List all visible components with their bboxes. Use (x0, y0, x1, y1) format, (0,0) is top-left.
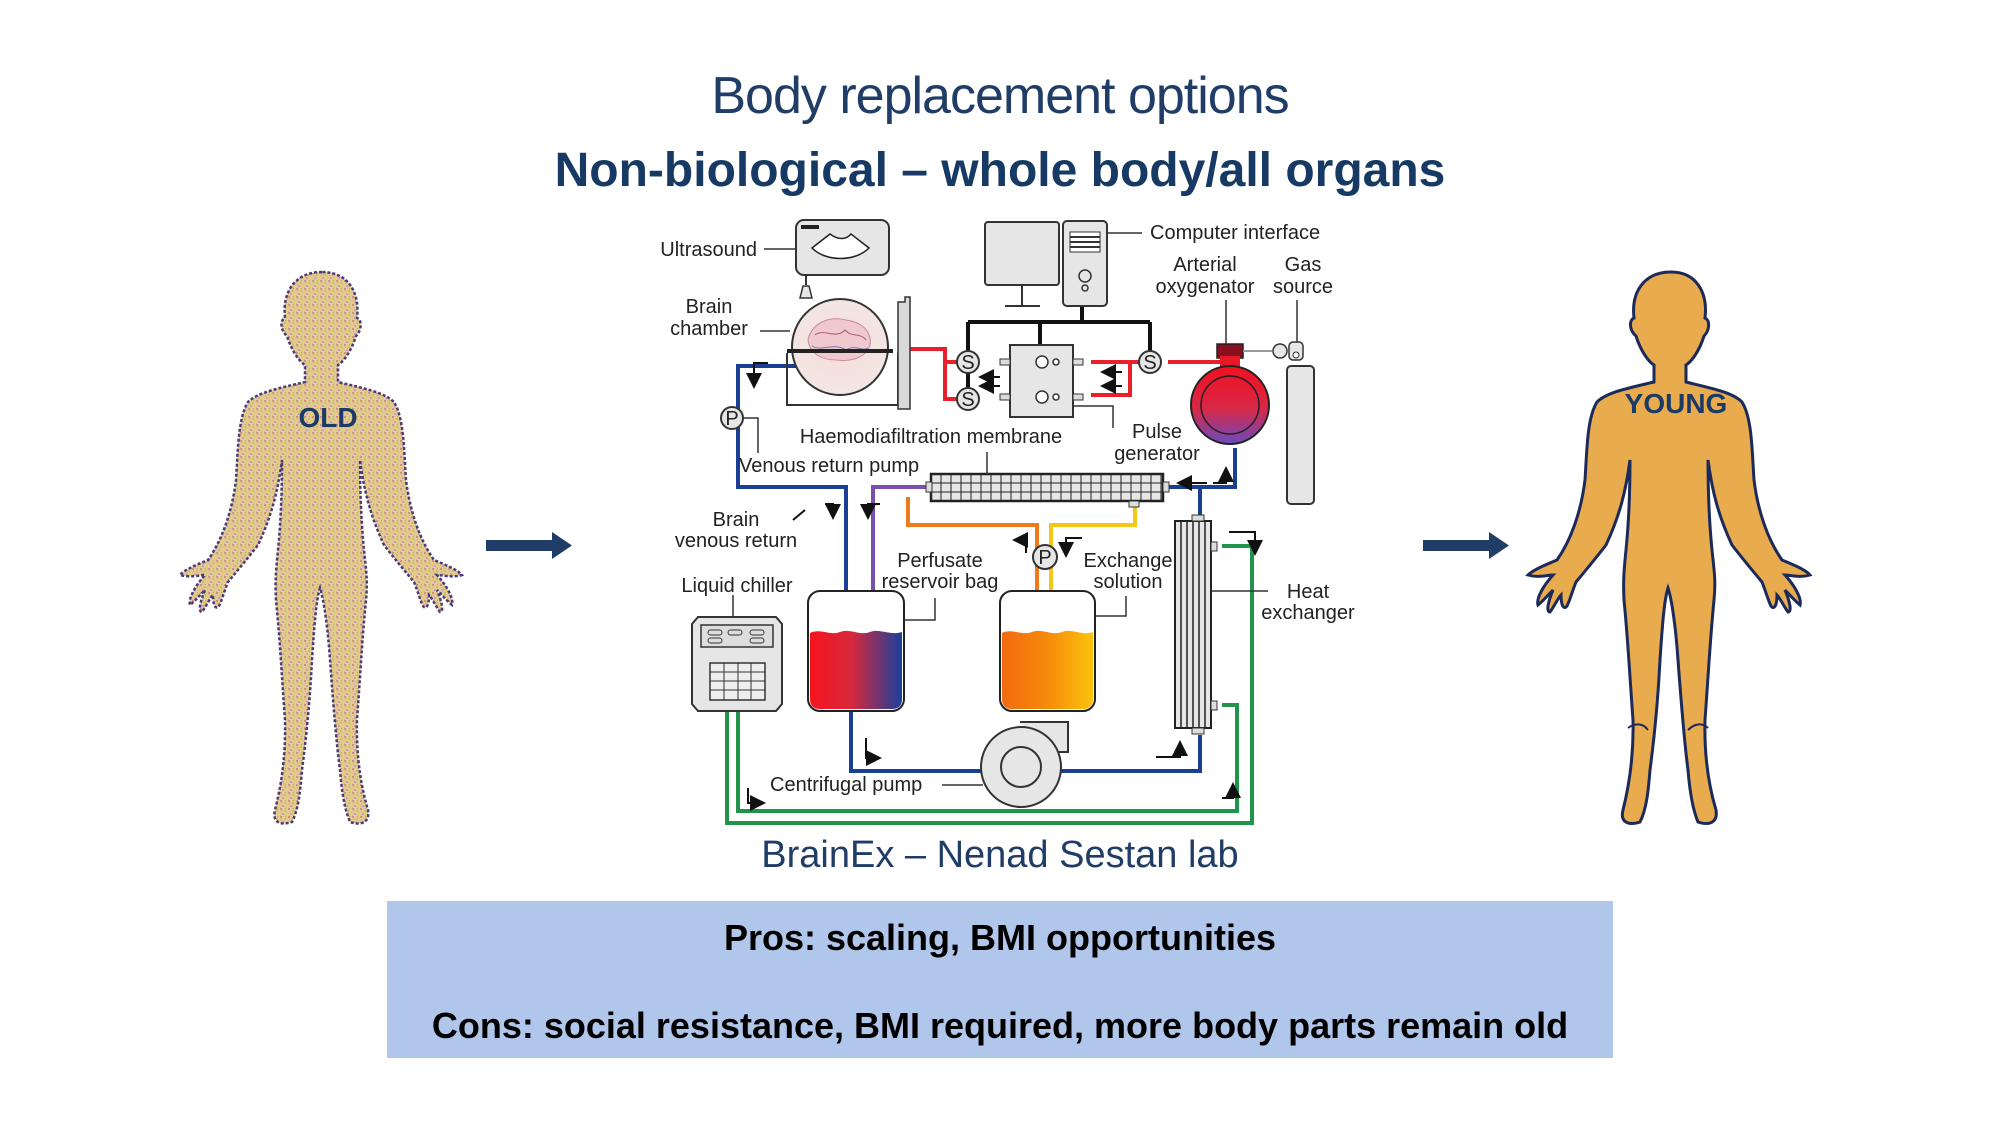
svg-text:S: S (961, 352, 974, 374)
diagram-caption: BrainEx – Nenad Sestan lab (761, 834, 1239, 876)
exchange-solution-bag (999, 590, 1127, 712)
arrow-right-icon (486, 532, 572, 559)
label-pulse-1: Pulse (1132, 421, 1182, 443)
exchange-pump: P (1032, 544, 1058, 570)
arrow-right-icon (1423, 532, 1509, 559)
old-body-silhouette (177, 270, 465, 825)
label-arterial-1: Arterial (1173, 254, 1236, 276)
label-heat-1: Heat (1287, 581, 1330, 603)
brain-chamber (760, 296, 911, 410)
label-exchange-2: solution (1094, 571, 1163, 593)
label-venous-return-pump: Venous return pump (739, 455, 919, 477)
label-liquid-chiller: Liquid chiller (681, 575, 793, 597)
svg-text:P: P (725, 408, 738, 430)
pros-cons-box: Pros: scaling, BMI opportunities Cons: s… (387, 901, 1613, 1058)
label-brain-venous-2: venous return (675, 530, 797, 552)
centrifugal-pump (942, 721, 1069, 808)
label-heat-2: exchanger (1261, 602, 1355, 624)
valve-s-2: S (956, 387, 980, 411)
heat-exchanger (1174, 514, 1268, 735)
coolant-tubing (725, 544, 1254, 825)
perfusate-reservoir-bag (807, 590, 936, 712)
label-ultrasound: Ultrasound (660, 239, 757, 261)
young-label: YOUNG (1625, 388, 1728, 419)
haemodiafiltration-membrane (925, 452, 1170, 508)
liquid-chiller (691, 595, 783, 712)
label-brain-chamber-1: Brain (686, 296, 733, 318)
gas-source-cylinder (1225, 300, 1315, 505)
svg-text:S: S (1143, 352, 1156, 374)
young-body-silhouette (1525, 270, 1813, 825)
purple-tubing (871, 485, 938, 592)
label-gas-1: Gas (1285, 254, 1322, 276)
old-label: OLD (298, 402, 357, 433)
label-computer-interface: Computer interface (1150, 222, 1320, 244)
data-cables (966, 306, 1152, 388)
old-body-figure: OLD (177, 270, 465, 825)
computer-interface (984, 220, 1142, 307)
young-body-figure: YOUNG (1525, 270, 1813, 825)
svg-text:S: S (961, 389, 974, 411)
label-exchange-1: Exchange (1084, 550, 1173, 572)
diagram-labels: Ultrasound Brain chamber Computer interf… (660, 222, 1355, 796)
label-brain-chamber-2: chamber (670, 318, 748, 340)
valve-s-3: S (1138, 350, 1162, 374)
label-gas-2: source (1273, 276, 1333, 298)
label-perfusate-1: Perfusate (897, 550, 983, 572)
pulse-generator (999, 344, 1114, 428)
valve-s-1: S (956, 350, 980, 374)
slide-title: Body replacement options (711, 67, 1289, 125)
label-centrifugal-pump: Centrifugal pump (770, 774, 922, 796)
svg-text:P: P (1038, 547, 1051, 569)
ultrasound-device (764, 219, 890, 299)
label-pulse-2: generator (1114, 443, 1200, 465)
label-perfusate-2: reservoir bag (882, 571, 999, 593)
label-brain-venous-1: Brain (713, 509, 760, 531)
cons-text: Cons: social resistance, BMI required, m… (431, 1005, 1569, 1046)
arterial-oxygenator (1190, 343, 1272, 445)
pros-text: Pros: scaling, BMI opportunities (723, 917, 1277, 958)
venous-return-pump: P (720, 406, 759, 453)
label-haemodiafiltration: Haemodiafiltration membrane (800, 426, 1062, 448)
label-arterial-2: oxygenator (1156, 276, 1255, 298)
flow-arrows (746, 362, 1263, 811)
brainex-diagram: S S S (660, 219, 1355, 825)
flow-arrows-pulse (978, 364, 1122, 394)
slide-subtitle: Non-biological – whole body/all organs (554, 144, 1446, 197)
